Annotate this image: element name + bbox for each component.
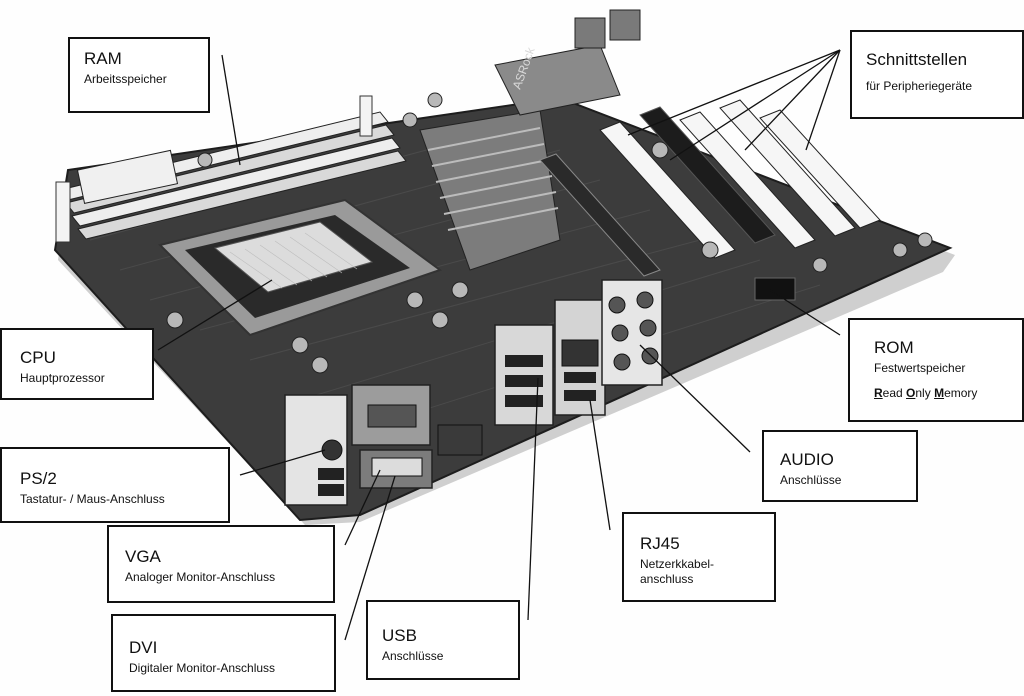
southbridge-heatsink [494, 44, 621, 116]
rj45-leader [589, 399, 611, 531]
ram-subtitle: Arbeitsspeicher [84, 72, 167, 86]
schnittstellen-leader [744, 49, 841, 151]
rom-leader [769, 289, 841, 336]
rom-expansion: Read Only Memory [874, 386, 998, 401]
rear-usb-port [318, 468, 344, 480]
dvi-connector [371, 457, 423, 477]
audio-title: AUDIO [780, 450, 834, 469]
ram-title: RAM [84, 49, 122, 68]
atx-power-connector [76, 149, 179, 204]
dvi-subtitle: Digitaler Monitor-Anschluss [129, 661, 276, 675]
audio-subtitle: Anschlüsse [780, 473, 842, 487]
pci-slot [719, 99, 856, 237]
ps2-subtitle: Tastatur- / Maus-Anschluss [20, 492, 165, 506]
cpu-subtitle: Hauptprozessor [20, 371, 105, 385]
vga-leader [344, 469, 381, 546]
cpu-socket [213, 221, 374, 293]
ram-slot [71, 137, 401, 227]
cpu-leader [157, 279, 273, 351]
ram-slot [77, 150, 407, 240]
rj45-subtitle-line1: Netzerkkabel- [640, 557, 715, 571]
usb-leader [527, 377, 539, 621]
schnittstellen-leader [627, 49, 841, 136]
ram-leader [221, 54, 241, 166]
cpu-socket-pins [229, 232, 358, 289]
vga-subtitle: Analoger Monitor-Anschluss [125, 570, 276, 584]
audio-label: AUDIO Anschlüsse [762, 430, 918, 502]
rear-io-panel [284, 279, 663, 506]
expansion-slots [539, 99, 881, 277]
ps2-port [321, 439, 343, 461]
usb-port [564, 390, 596, 401]
pcie-slot [539, 153, 661, 277]
audio-jacks [608, 291, 659, 371]
power-header [609, 9, 641, 41]
rj45-title: RJ45 [640, 534, 680, 553]
power-header [574, 17, 606, 49]
usb-title: USB [382, 626, 417, 645]
usb-port [505, 375, 543, 387]
rom-rest-m: emory [944, 386, 978, 400]
dvi-title: DVI [129, 638, 158, 657]
rom-rest-r: ead [882, 386, 907, 400]
schnittstellen-subtitle: für Peripheriegeräte [866, 79, 973, 93]
dvi-label: DVI Digitaler Monitor-Anschluss [111, 614, 336, 692]
pci-slot [599, 121, 736, 259]
ram-latch [55, 181, 71, 243]
usb-subtitle: Anschlüsse [382, 649, 444, 663]
ram-slot [65, 124, 395, 214]
usb-port [505, 355, 543, 367]
rom-label: ROM Festwertspeicher Read Only Memory [848, 318, 1024, 422]
rom-title: ROM [874, 338, 914, 357]
hdmi-port [437, 424, 483, 456]
rom-initial-m: M [934, 386, 945, 400]
rom-initial-o: O [906, 386, 916, 400]
pci-slot [639, 106, 776, 244]
schnittstellen-leader [805, 49, 841, 151]
schnittstellen-leader [669, 49, 841, 161]
cpu-socket-area [158, 198, 443, 337]
ram-latch [359, 95, 373, 137]
pci-slot [679, 111, 816, 249]
vga-title: VGA [125, 547, 161, 566]
schnittstellen-title: Schnittstellen [866, 50, 968, 69]
rj45-subtitle-line2: anschluss [640, 572, 694, 586]
ram-label: RAM Arbeitsspeicher [68, 37, 210, 113]
dvi-leader [344, 475, 396, 641]
rom-rest-o: nly [915, 386, 935, 400]
rj45-label: RJ45 Netzerkkabel- anschluss [622, 512, 776, 602]
vga-connector [367, 404, 417, 428]
audio-leader [639, 344, 751, 453]
rj45-port [561, 339, 599, 367]
northbridge-heatsink [419, 109, 561, 271]
bios-rom-chip [754, 277, 796, 301]
usb-port [505, 395, 543, 407]
usb-label: USB Anschlüsse [366, 600, 520, 680]
rom-initial-r: R [874, 386, 883, 400]
pci-slot [759, 109, 881, 229]
ps2-label: PS/2 Tastatur- / Maus-Anschluss [0, 447, 230, 523]
cpu-title: CPU [20, 348, 56, 367]
rom-subtitle: Festwertspeicher [874, 361, 966, 375]
ps2-title: PS/2 [20, 469, 57, 488]
rear-usb-port [318, 484, 344, 496]
schnittstellen-label: Schnittstellen für Peripheriegeräte [850, 30, 1024, 119]
ps2-leader [239, 449, 326, 476]
cpu-label: CPU Hauptprozessor [0, 328, 154, 400]
capacitors [166, 92, 933, 374]
ram-slots [55, 95, 407, 243]
leader-lines [157, 49, 841, 641]
usb-port [564, 372, 596, 383]
vga-label: VGA Analoger Monitor-Anschluss [107, 525, 335, 603]
